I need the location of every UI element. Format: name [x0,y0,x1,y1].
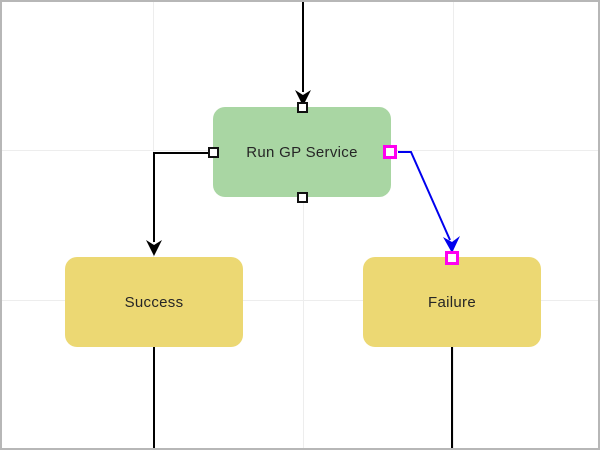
edge-rungp-to-success[interactable] [153,152,213,242]
node-label: Failure [428,293,476,311]
gridline-horizontal [2,300,598,301]
node-failure[interactable]: Failure [363,257,541,347]
node-label: Success [124,293,184,311]
node-run-gp-service[interactable]: Run GP Service [213,107,391,197]
arrowhead-incoming-top [295,90,311,106]
node-label: Run GP Service [246,143,358,161]
arrowhead-to-failure [443,236,460,253]
port-rungp-top[interactable] [297,102,308,113]
port-rungp-bottom[interactable] [297,192,308,203]
node-success[interactable]: Success [65,257,243,347]
edge-rungp-to-failure[interactable] [398,151,451,241]
gridline-vertical [303,2,304,448]
gridline-vertical [453,2,454,448]
port-failure-top-selected[interactable] [445,251,459,265]
arrowhead-to-success [146,240,162,256]
port-rungp-left[interactable] [208,147,219,158]
port-rungp-right-selected[interactable] [383,145,397,159]
